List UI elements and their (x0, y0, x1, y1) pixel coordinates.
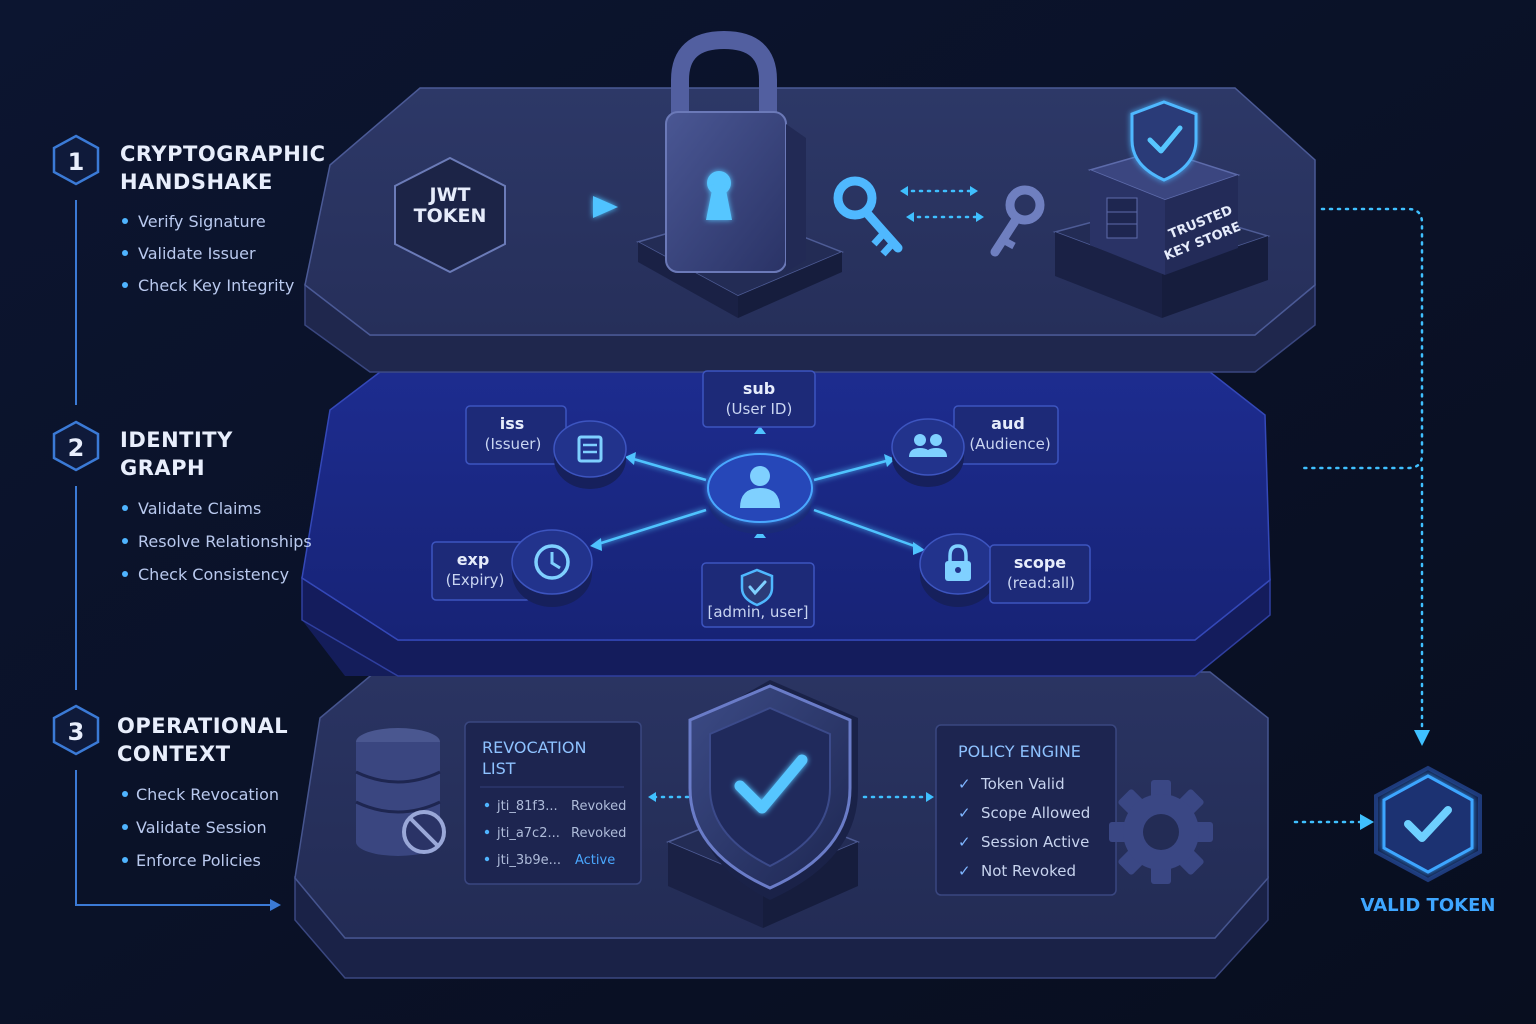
lock-icon (948, 544, 968, 562)
step-3: 3 OPERATIONAL CONTEXT Check Revocation V… (52, 704, 288, 870)
clock-icon (534, 544, 570, 580)
shield-icon (740, 568, 774, 607)
svg-text:✓: ✓ (958, 804, 971, 822)
flow-connector (1293, 207, 1430, 830)
policy-item: Not Revoked (981, 862, 1076, 880)
group-icon (914, 434, 926, 446)
claim-desc: (User ID) (726, 400, 793, 418)
step-number-badge (52, 420, 100, 472)
policy-engine: POLICY ENGINE ✓ Token Valid ✓ Scope Allo… (935, 724, 1117, 896)
claim-key: sub (743, 379, 775, 398)
step-bullet: Resolve Relationships (138, 532, 312, 551)
claim-iss: iss (Issuer) (465, 405, 627, 489)
step-title: GRAPH (120, 456, 205, 480)
revocation-title: REVOCATION (482, 738, 586, 757)
revocation-id: jti_81f3... (496, 799, 558, 814)
document-icon (577, 435, 603, 463)
connector-revocation-to-shield (648, 792, 696, 802)
valid-token-badge: VALID TOKEN (1361, 765, 1496, 916)
validation-shield (666, 680, 860, 928)
padlock-icon (636, 30, 844, 318)
check-icon (1404, 806, 1452, 842)
policy-item: Token Valid (980, 775, 1065, 793)
policy-item: Session Active (981, 833, 1089, 851)
step-number: 1 (68, 148, 85, 176)
revocation-status: Revoked (571, 826, 626, 841)
revocation-id: jti_3b9e... (496, 853, 561, 868)
claim-desc: (Issuer) (485, 435, 542, 453)
revocation-list: REVOCATION LIST jti_81f3... Revoked jti_… (464, 721, 642, 885)
step-number-badge (52, 704, 100, 756)
revocation-status: Revoked (571, 799, 626, 814)
revocation-id: jti_a7c2... (496, 826, 560, 841)
database-icon (355, 728, 446, 856)
claim-desc: (read:all) (1007, 574, 1075, 592)
trusted-key-store: TRUSTED KEY STORE (1052, 100, 1271, 318)
step-bullet: Enforce Policies (136, 851, 261, 870)
claim-key: scope (1014, 553, 1066, 572)
step-bullet: Validate Claims (138, 499, 261, 518)
claim-key: exp (457, 550, 490, 569)
step-title: OPERATIONAL (117, 714, 288, 738)
svg-text:✓: ✓ (958, 862, 971, 880)
step-title: CONTEXT (117, 742, 231, 766)
gear-icon (1109, 780, 1213, 884)
claim-key: aud (991, 414, 1025, 433)
step-title: IDENTITY (120, 428, 233, 452)
step-number: 3 (68, 718, 85, 746)
svg-text:✓: ✓ (958, 775, 971, 793)
claim-desc: (Expiry) (446, 571, 505, 589)
connector-shield-to-policy (862, 792, 934, 802)
step-bullet: Check Consistency (138, 565, 289, 584)
step-bullet: Check Key Integrity (138, 276, 294, 295)
key-exchange-arrows (900, 186, 984, 222)
step-number: 2 (68, 434, 85, 462)
step-bullet: Verify Signature (138, 212, 266, 231)
arrow-jwt-to-lock (514, 196, 618, 218)
step-bullet: Validate Session (136, 818, 267, 837)
claim-aud: aud (Audience) (891, 405, 1059, 487)
claim-desc: (Audience) (969, 435, 1050, 453)
step-timeline (75, 200, 281, 911)
step-bullet: Check Revocation (136, 785, 279, 804)
policy-item: Scope Allowed (981, 804, 1090, 822)
step-number-badge (52, 134, 100, 186)
revocation-title: LIST (482, 759, 516, 778)
claim-scope: scope (read:all) (919, 533, 1091, 607)
key-icon-bright (833, 176, 903, 257)
jwt-token: JWT TOKEN (394, 156, 506, 274)
claim-exp: exp (Expiry) (431, 529, 593, 607)
jwt-label: JWT (428, 184, 471, 206)
claim-key: iss (500, 414, 525, 433)
svg-text:✓: ✓ (958, 833, 971, 851)
step-title: CRYPTOGRAPHIC (120, 142, 326, 166)
user-icon (750, 466, 770, 486)
step-bullet: Validate Issuer (138, 244, 256, 263)
revocation-status: Active (575, 853, 615, 868)
identity-graph-links (590, 426, 925, 558)
claim-roles: [admin, user] (701, 562, 815, 628)
step-1: 1 CRYPTOGRAPHIC HANDSHAKE Verify Signatu… (52, 134, 326, 295)
step-title: HANDSHAKE (120, 170, 273, 194)
key-icon-dim (990, 185, 1045, 257)
user-node (707, 453, 813, 534)
valid-token-label: VALID TOKEN (1361, 895, 1496, 916)
claim-sub: sub (User ID) (702, 370, 816, 428)
step-2: 2 IDENTITY GRAPH Validate Claims Resolve… (52, 420, 312, 584)
claim-desc: [admin, user] (708, 603, 809, 621)
shield-check-icon (1130, 100, 1198, 182)
policy-title: POLICY ENGINE (958, 742, 1081, 761)
jwt-label: TOKEN (414, 205, 487, 227)
